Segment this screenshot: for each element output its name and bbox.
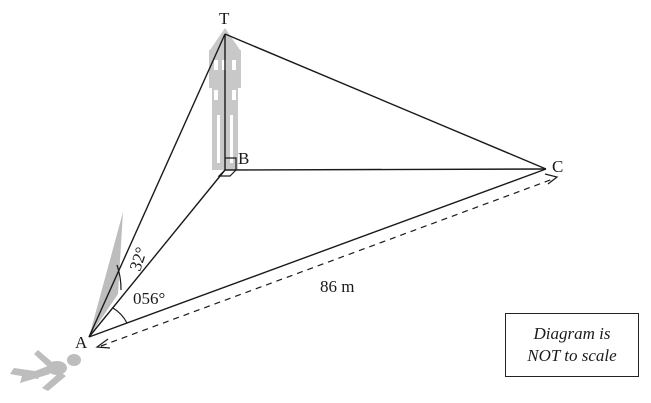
bearing-angle-arc: [112, 307, 128, 324]
line-BC: [224, 168, 547, 171]
label-A: A: [75, 333, 88, 352]
elevation-angle-arc: [116, 264, 122, 291]
not-to-scale-note: Diagram is NOT to scale: [505, 313, 639, 377]
triangle-lines: [88, 33, 547, 338]
label-B: B: [238, 149, 249, 168]
note-line-1: Diagram is: [533, 324, 611, 343]
line-TC: [224, 33, 547, 170]
note-line-2: NOT to scale: [527, 346, 617, 365]
bearing-angle-label: 056°: [133, 289, 165, 308]
elevation-angle-label: 32°: [126, 245, 151, 274]
distance-label-AC: 86 m: [320, 277, 354, 296]
line-AT: [88, 33, 226, 338]
label-C: C: [552, 157, 563, 176]
right-angle-marker: [217, 157, 237, 177]
distance-arrow: [95, 173, 559, 349]
label-T: T: [219, 9, 230, 28]
line-AB: [88, 169, 226, 338]
person-icon: [10, 350, 81, 391]
elevation-angle-shade: [89, 212, 123, 337]
line-AC: [88, 168, 547, 338]
tower-windows: [214, 60, 236, 163]
